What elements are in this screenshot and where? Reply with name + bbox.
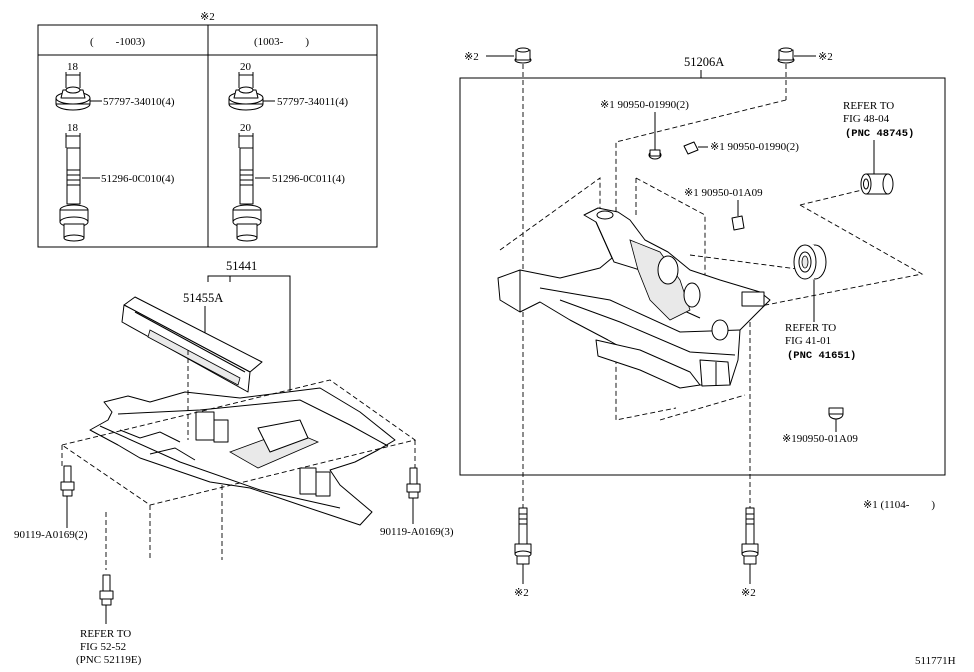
top-right-mark: ※2	[818, 51, 833, 63]
footnote: ※1 (1104- )	[863, 499, 935, 511]
col2-nut-size: 20	[240, 61, 252, 73]
ref-left-line2: FIG 52-52	[80, 641, 126, 653]
ref-left-line1: REFER TO	[80, 628, 131, 640]
col1-header: ( -1003)	[90, 36, 145, 48]
col1-nut-size: 18	[67, 61, 79, 73]
clip2-label: ※1 90950-01990(2)	[710, 141, 799, 153]
top-right-nut-icon	[777, 47, 795, 64]
flange-nut-icon	[55, 86, 91, 111]
guide	[659, 394, 746, 421]
inset-table: ※2 ( -1003) (1003- ) 18 57797-34010(4) 1…	[37, 11, 378, 248]
guide	[499, 177, 601, 251]
flange-nut-icon	[228, 86, 264, 111]
clip1-label: ※1 90950-01990(2)	[600, 99, 689, 111]
bolt-bottom-icon	[99, 574, 114, 606]
guide	[689, 254, 806, 271]
collar-bolt-icon	[232, 147, 262, 242]
collar-bolt-icon	[59, 147, 89, 242]
col1-bolt-part: 51296-0C010(4)	[101, 173, 175, 185]
ref-top-line3: (PNC 48745)	[845, 128, 914, 140]
bolt-right-icon	[406, 467, 421, 499]
top-left-nut-icon	[514, 47, 532, 64]
col2-nut-part: 57797-34011(4)	[277, 96, 348, 108]
plug2-label: ※190950-01A09	[782, 433, 858, 445]
top-left-mark: ※2	[464, 51, 479, 63]
bottom-left-mark: ※2	[514, 587, 529, 599]
right-assembly: 51206A ※2 ※2	[459, 47, 946, 599]
clip-a-icon	[648, 149, 662, 160]
undercover-plate	[89, 387, 396, 526]
col2-bolt-part: 51296-0C011(4)	[272, 173, 345, 185]
left-assembly: 51441 51455A	[14, 259, 454, 666]
ref-mid-line3: (PNC 41651)	[787, 350, 856, 362]
plug-b-icon	[828, 407, 844, 420]
guide	[799, 189, 863, 206]
part-51455a-label: 51455A	[183, 291, 223, 305]
col2-header: (1003- )	[254, 36, 309, 48]
inset-mark: ※2	[200, 11, 215, 23]
bottom-left-bolt-icon	[514, 507, 532, 565]
bottom-right-bolt-icon	[741, 507, 759, 565]
shield-plate	[121, 296, 263, 393]
col1-nut-part: 57797-34010(4)	[103, 96, 175, 108]
leader-51441	[207, 275, 291, 420]
guide	[635, 177, 706, 300]
plug1-label: ※1 90950-01A09	[684, 187, 763, 199]
part-51206a-label: 51206A	[684, 55, 724, 69]
bolt-left-label: 90119-A0169(2)	[14, 529, 88, 541]
col2-bolt-size: 20	[240, 122, 252, 134]
clip-b-icon	[683, 141, 699, 155]
figure-id: 511771H	[915, 655, 956, 667]
crossmember-body	[497, 207, 771, 389]
ref-top-line2: FIG 48-04	[843, 113, 890, 125]
ref-top-line1: REFER TO	[843, 100, 894, 112]
bottom-right-mark: ※2	[741, 587, 756, 599]
bolt-right-label: 90119-A0169(3)	[380, 526, 454, 538]
col1-bolt-size: 18	[67, 122, 79, 134]
ref-mid-line1: REFER TO	[785, 322, 836, 334]
bolt-left-icon	[60, 465, 75, 497]
ref-mid-line2: FIG 41-01	[785, 335, 831, 347]
bushing-icon	[860, 173, 894, 195]
ref-left-line3: (PNC 52119E)	[76, 654, 142, 666]
bearing-icon	[793, 244, 827, 280]
crossmember-frame	[459, 77, 946, 476]
part-51441-label: 51441	[226, 259, 257, 273]
plug-a-icon	[731, 215, 745, 231]
